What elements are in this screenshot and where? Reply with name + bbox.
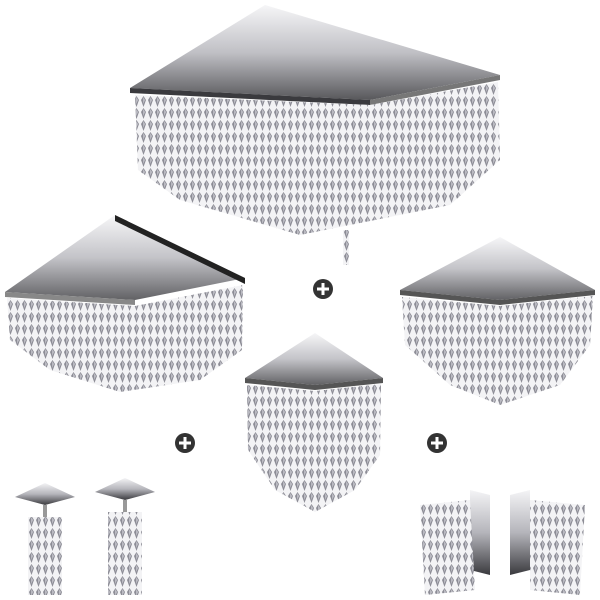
large-rectangular-chandelier <box>130 5 500 265</box>
plus-separator <box>313 279 333 299</box>
pendant-pair <box>15 478 155 595</box>
plus-separator <box>427 433 447 453</box>
wall-sconce-pair <box>420 490 585 595</box>
square-chandelier-left <box>5 215 245 392</box>
plus-separator <box>175 433 195 453</box>
square-chandelier-right <box>400 237 595 405</box>
small-square-chandelier <box>245 333 383 512</box>
